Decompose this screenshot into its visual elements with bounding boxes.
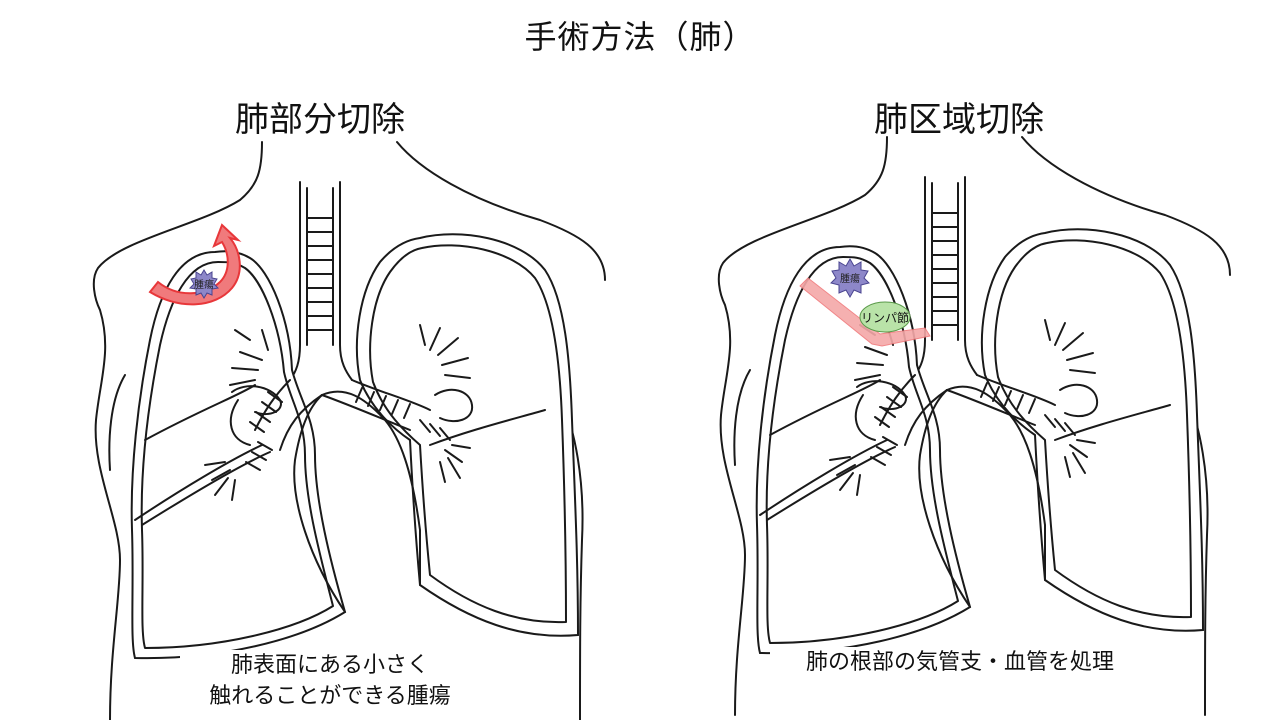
panel-heading-partial-resection: 肺部分切除 [235, 100, 405, 140]
tumor-icon: 腫瘍 [188, 269, 220, 299]
caption-partial-resection: 肺表面にある小さく 触れることができる腫瘍 [180, 650, 480, 712]
cut-line-icon [799, 277, 931, 347]
segmentectomy-annotations: 腫瘍 リンパ節 [799, 257, 931, 347]
caption-line: 触れることができる腫瘍 [209, 684, 451, 709]
tumor-label: 腫瘍 [840, 272, 860, 285]
lymph-node-icon: リンパ節 [859, 301, 911, 333]
panel-segmentectomy [717, 136, 1231, 716]
panel-heading-segmentectomy: 肺区域切除 [874, 100, 1044, 140]
tumor-label: 腫瘍 [194, 278, 214, 291]
caption-line: 肺の根部の気管支・血管を処理 [805, 650, 1114, 675]
lymph-node-label: リンパ節 [861, 310, 909, 325]
panel-partial-resection: 腫瘍 [92, 141, 606, 720]
caption-line: 肺表面にある小さく [230, 653, 429, 678]
tumor-icon: 腫瘍 [830, 257, 870, 299]
caption-segmentectomy: 肺の根部の気管支・血管を処理 [770, 647, 1150, 678]
page-title: 手術方法（肺） [524, 18, 756, 56]
